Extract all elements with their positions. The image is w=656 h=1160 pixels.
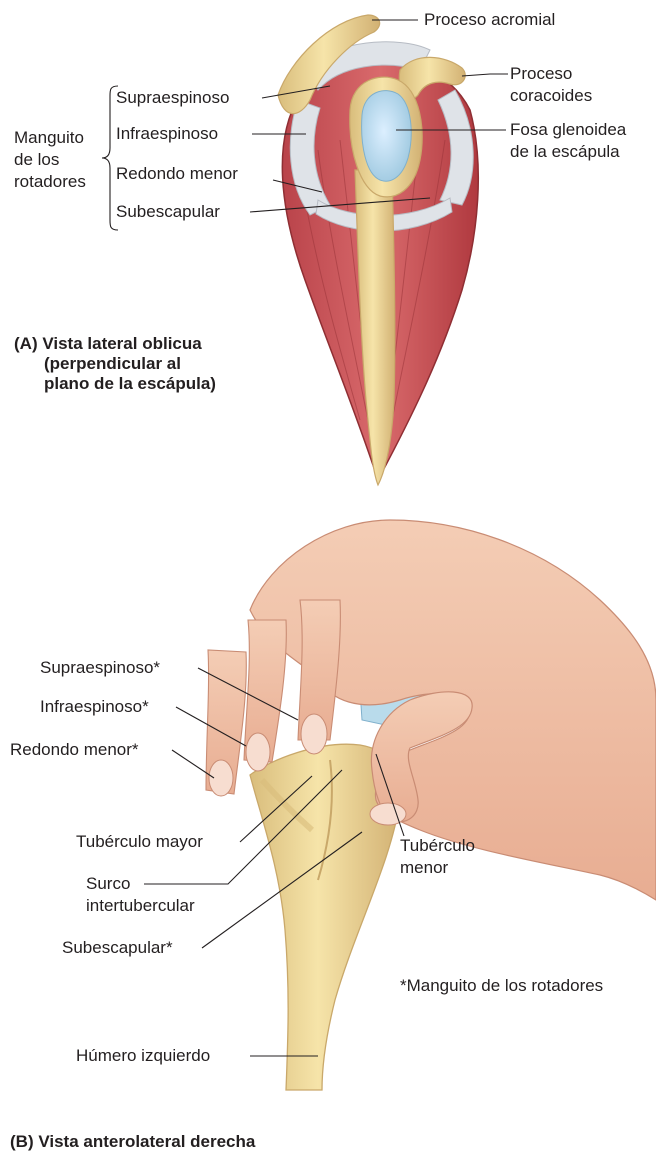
caption-panel-b: (B) Vista anterolateral derecha [10,1132,255,1152]
label-acromion: Proceso acromial [424,10,555,30]
group-label-line1: Manguito [14,128,84,148]
label-lesser-tubercle-line1: Tubérculo [400,836,475,856]
label-glenoid-line2: de la escápula [510,142,620,162]
group-label-line3: rotadores [14,172,86,192]
label-subscapularis-b: Subescapular* [62,938,173,958]
label-teres-minor-a: Redondo menor [116,164,238,184]
scapula-spine [355,170,395,485]
caption-a-line2: (perpendicular al [14,354,216,374]
label-supraspinatus-b: Supraespinoso* [40,658,160,678]
label-infraspinatus-b: Infraespinoso* [40,697,149,717]
label-humerus: Húmero izquierdo [76,1046,210,1066]
scapula-illustration [278,15,478,485]
label-supraspinatus-a: Supraespinoso [116,88,229,108]
label-glenoid-line1: Fosa glenoidea [510,120,626,140]
group-label-line2: de los [14,150,59,170]
footnote-rotator-cuff: *Manguito de los rotadores [400,976,603,996]
label-greater-tubercle: Tubérculo mayor [76,832,203,852]
nail-middle [246,733,270,771]
label-infraspinatus-a: Infraespinoso [116,124,218,144]
caption-a-line1: Vista lateral oblicua [42,334,201,353]
caption-panel-a: (A) Vista lateral oblicua (perpendicular… [14,334,216,394]
label-coracoid-line2: coracoides [510,86,592,106]
caption-a-letter: (A) [14,334,38,353]
label-teres-minor-b: Redondo menor* [10,740,139,760]
humerus-illustration [206,520,656,1090]
label-subscapularis-a: Subescapular [116,202,220,222]
label-lesser-tubercle-line2: menor [400,858,448,878]
label-groove-line1: Surco [86,874,130,894]
caption-a-line3: plano de la escápula) [14,374,216,394]
glenoid-fossa [362,91,412,182]
nail-ring [209,760,233,796]
label-groove-line2: intertubercular [86,896,195,916]
nail-index [301,714,327,754]
nail-thumb [370,803,406,825]
label-coracoid-line1: Proceso [510,64,572,84]
